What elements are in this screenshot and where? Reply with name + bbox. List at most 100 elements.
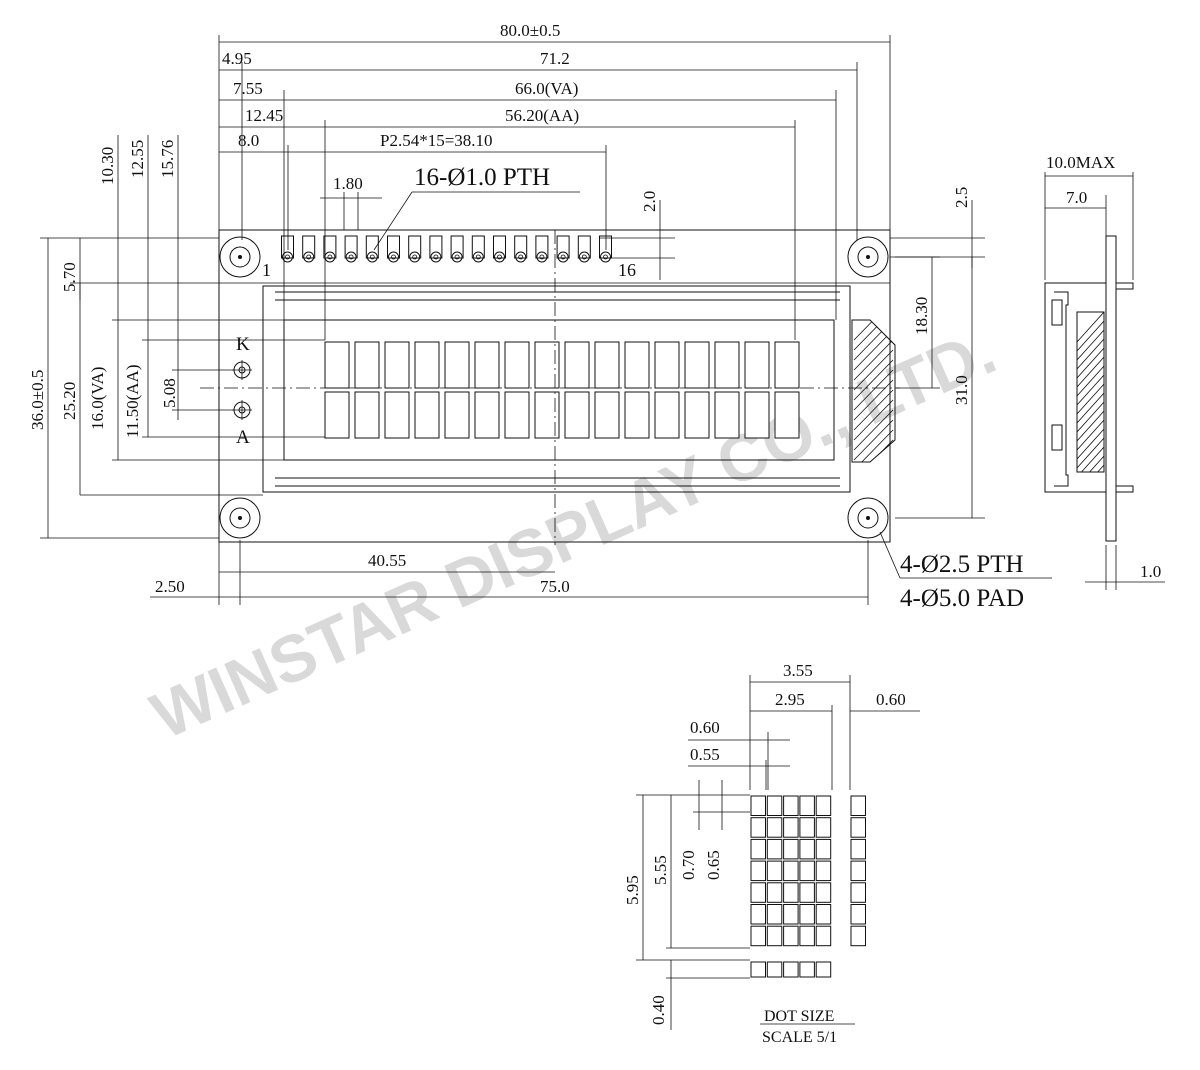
hatch-line <box>1097 464 1104 472</box>
dot <box>766 817 783 838</box>
dot <box>750 795 766 816</box>
character-cell <box>774 391 800 439</box>
dim-25-20: 25.20 <box>60 382 79 420</box>
right-dimensions: 2.0 2.5 18.30 31.0 4-Ø2.5 PTH 4-Ø5.0 PAD <box>600 187 1052 612</box>
hatch-line <box>1077 437 1104 469</box>
dot-size-scale: SCALE 5/1 <box>762 1029 837 1046</box>
dot <box>799 882 815 903</box>
dot <box>766 904 783 925</box>
hatch-line <box>853 409 894 451</box>
hatch-line <box>1077 410 1104 442</box>
hatch-line <box>1077 320 1104 352</box>
character-cell <box>534 341 560 389</box>
mounting-hole-bottom-right <box>847 497 889 539</box>
cursor-dot <box>750 961 766 978</box>
cursor-dot <box>766 961 783 978</box>
hatch-line <box>853 399 894 441</box>
character-cell <box>474 391 500 439</box>
dot <box>850 882 866 903</box>
left-dimensions: 10.30 12.55 15.76 5.70 36.0±0.5 25.20 16… <box>28 135 325 539</box>
dot <box>766 882 783 903</box>
character-cell <box>354 391 380 439</box>
dot <box>815 882 832 903</box>
character-cell <box>624 341 650 389</box>
mounting-holes <box>219 236 889 539</box>
character-cell <box>384 341 410 389</box>
dot <box>815 925 832 947</box>
hatch-line <box>1077 428 1104 460</box>
mounting-hole-top-left <box>219 236 261 278</box>
character-cell <box>744 391 770 439</box>
dot <box>799 925 815 947</box>
dot <box>850 904 866 925</box>
dim-2-5: 2.5 <box>952 187 971 208</box>
dot <box>750 882 766 903</box>
dim-1-80: 1.80 <box>333 174 363 193</box>
pin <box>450 235 464 263</box>
character-cell <box>444 391 470 439</box>
dot-dim-0-55: 0.55 <box>690 745 720 764</box>
dot <box>799 860 815 882</box>
hatch-line <box>853 379 894 421</box>
dot-dim-2-95: 2.95 <box>775 690 805 709</box>
hatch-line <box>1077 312 1104 343</box>
hatch-line <box>853 329 894 371</box>
dot <box>750 860 766 882</box>
character-cell <box>534 391 560 439</box>
mounting-hole-bottom-left <box>219 497 261 539</box>
hatch-line <box>1089 455 1104 472</box>
character-cell <box>414 341 440 389</box>
character-cell <box>744 341 770 389</box>
dim-mount-holes: 4-Ø2.5 PTH <box>900 551 1024 578</box>
dot-size-title: DOT SIZE <box>764 1008 834 1025</box>
pcb-outline <box>218 229 891 543</box>
dim-va-width: 66.0(VA) <box>515 79 578 98</box>
pin <box>408 235 422 263</box>
backlight-hatch <box>851 319 896 463</box>
dot <box>783 925 799 947</box>
dim-8-0: 8.0 <box>238 131 259 150</box>
dim-10-0-max: 10.0MAX <box>1046 153 1115 172</box>
dot <box>815 860 832 882</box>
character-cell <box>444 341 470 389</box>
dot <box>766 838 783 860</box>
dot <box>766 795 783 816</box>
dot <box>799 795 815 816</box>
hatch-line <box>1077 338 1104 370</box>
pin <box>535 235 549 263</box>
dot-dim-0-40: 0.40 <box>649 995 668 1025</box>
dot <box>815 838 832 860</box>
hatch-line <box>1077 419 1104 451</box>
character-cell <box>654 341 680 389</box>
character-cell <box>324 341 350 389</box>
dim-pin-span: P2.54*15=38.10 <box>380 131 493 150</box>
hatch-line <box>853 419 894 461</box>
dot <box>850 795 866 816</box>
pin <box>302 235 316 263</box>
dot <box>750 838 766 860</box>
dot <box>815 817 832 838</box>
dot <box>850 860 866 882</box>
dot <box>766 860 783 882</box>
hatch-line <box>1077 392 1104 424</box>
hatch-line <box>853 320 894 351</box>
dim-12-55: 12.55 <box>128 140 147 178</box>
character-cell <box>564 391 590 439</box>
character-cell <box>594 391 620 439</box>
character-cell <box>654 391 680 439</box>
character-cell <box>774 341 800 389</box>
pin <box>556 235 570 263</box>
pin <box>429 235 443 263</box>
character-cells <box>324 341 800 439</box>
character-cell <box>504 341 530 389</box>
hatch-line <box>853 359 894 401</box>
character-cell <box>504 391 530 439</box>
dot <box>766 925 783 947</box>
pin <box>281 235 294 263</box>
dim-1-0: 1.0 <box>1140 562 1161 581</box>
dot-dim-0-60: 0.60 <box>690 718 720 737</box>
dim-overall-width: 80.0±0.5 <box>500 21 560 40</box>
pin <box>323 235 337 263</box>
dim-12-45: 12.45 <box>245 106 283 125</box>
